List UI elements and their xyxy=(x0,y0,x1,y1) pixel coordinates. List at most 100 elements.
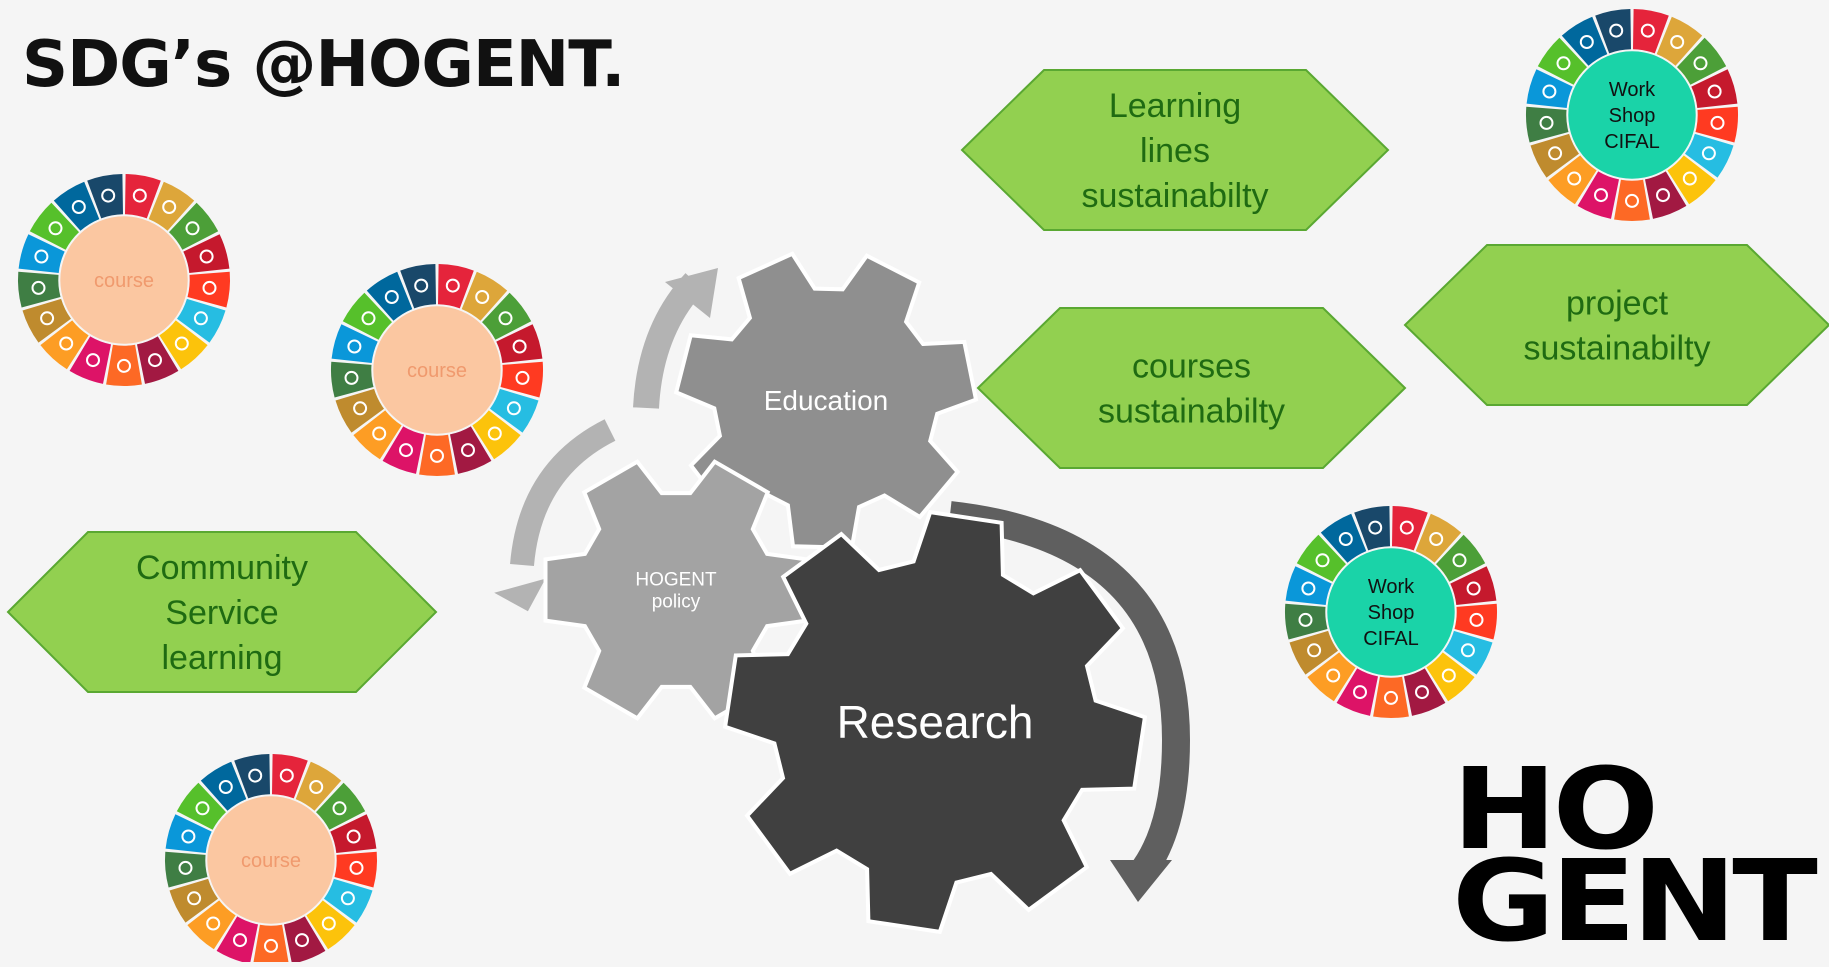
gear-research: Research xyxy=(722,509,1148,935)
wheel-workshop-1-goal-icon-14 xyxy=(1542,84,1557,99)
wheel-course-2-segment-3 xyxy=(482,292,532,340)
hex-project-label-line-1: project xyxy=(1566,284,1669,322)
wheel-workshop-1-segment-9 xyxy=(1614,179,1650,222)
wheel-course-2-goal-icon-1 xyxy=(445,278,460,293)
wheel-workshop-1-goal-icon-6 xyxy=(1701,146,1716,161)
wheel-workshop-1-goal-icon-12 xyxy=(1548,146,1563,161)
wheel-workshop-1-goal-icon-2 xyxy=(1670,35,1685,49)
wheel-course-3-segment-14 xyxy=(165,814,212,853)
wheel-workshop-2-segment-4 xyxy=(1450,566,1497,605)
wheel-course-3-segment-16 xyxy=(200,761,247,811)
wheel-workshop-2-goal-icon-9 xyxy=(1384,690,1398,705)
wheel-course-2-segment-5 xyxy=(500,361,544,398)
wheel-workshop-2-goal-icon-15 xyxy=(1315,553,1330,568)
wheel-course-1-segment-2 xyxy=(148,181,195,231)
hex-project-label-line-2: sustainabilty xyxy=(1523,329,1710,367)
wheel-workshop-1-segment-3 xyxy=(1677,37,1727,85)
wheel-workshop-2-goal-icon-13 xyxy=(1298,612,1313,627)
wheel-course-2-segment-8 xyxy=(450,426,492,474)
sdg-wheel-course-3: course xyxy=(164,754,378,962)
wheel-course-3-segment-2 xyxy=(295,761,342,811)
wheel-workshop-1-goal-icon-16 xyxy=(1579,35,1594,49)
wheel-workshop-2-segment-12 xyxy=(1289,630,1338,675)
wheel-workshop-2-segment-16 xyxy=(1320,513,1367,563)
wheel-course-3-goal-icon-6 xyxy=(340,891,355,906)
arrow-to-policy xyxy=(510,419,616,567)
wheel-workshop-2-goal-icon-4 xyxy=(1466,581,1481,596)
page-title: SDG’s @HOGENT. xyxy=(22,28,625,102)
wheel-workshop-1-segment-8 xyxy=(1645,171,1687,219)
wheel-workshop-1-goal-icon-17 xyxy=(1609,23,1624,38)
wheel-course-1-segment-16 xyxy=(53,181,100,231)
wheel-course-2-goal-icon-3 xyxy=(498,311,513,326)
wheel-course-1-segment-9 xyxy=(106,344,142,387)
wheel-course-3-goal-icon-4 xyxy=(346,829,361,844)
wheel-course-2-segment-6 xyxy=(490,388,539,433)
wheel-workshop-1-segment-15 xyxy=(1537,37,1587,85)
wheel-course-2-segment-15 xyxy=(342,292,392,340)
wheel-course-2-segment-11 xyxy=(353,410,402,460)
wheel-workshop-1-goal-icon-5 xyxy=(1710,115,1725,130)
wheel-course-1-segment-10 xyxy=(69,336,111,384)
wheel-workshop-1-label-line-2: Shop xyxy=(1609,105,1656,127)
wheel-workshop-1-goal-icon-10 xyxy=(1594,188,1608,203)
wheel-course-1-goal-icon-15 xyxy=(48,221,63,236)
wheel-workshop-1-goal-icon-13 xyxy=(1539,115,1554,130)
wheel-course-2-segment-7 xyxy=(472,410,521,460)
wheel-course-3-goal-icon-1 xyxy=(279,768,294,783)
wheel-course-1-segment-17 xyxy=(87,174,123,219)
hex-community-service-shape xyxy=(6,531,438,693)
wheel-course-3-goal-icon-2 xyxy=(309,780,324,794)
wheel-workshop-2-label-line-3: CIFAL xyxy=(1363,628,1419,650)
wheel-workshop-2-goal-icon-10 xyxy=(1353,685,1367,700)
gear-education-label-line-1: Education xyxy=(764,385,889,416)
wheel-workshop-2-goal-icon-7 xyxy=(1441,668,1456,683)
wheel-course-3-goal-icon-10 xyxy=(233,933,247,948)
wheel-workshop-2-center xyxy=(1327,548,1455,676)
wheel-workshop-2-segment-3 xyxy=(1436,534,1486,582)
wheel-workshop-1-label-line-1: Work xyxy=(1609,79,1656,101)
wheel-workshop-1-segment-2 xyxy=(1656,16,1703,66)
hex-courses-shape xyxy=(976,307,1407,469)
wheel-course-1-goal-icon-7 xyxy=(174,336,189,351)
wheel-course-3-goal-icon-16 xyxy=(218,780,233,794)
wheel-workshop-2-segment-2 xyxy=(1415,513,1462,563)
wheel-course-1-segment-5 xyxy=(187,271,231,308)
wheel-workshop-2-segment-17 xyxy=(1354,506,1390,551)
wheel-course-1-goal-icon-9 xyxy=(117,358,131,373)
wheel-course-3-goal-icon-8 xyxy=(295,933,309,948)
arrow-head-policy xyxy=(494,578,546,612)
wheel-course-3-segment-10 xyxy=(216,916,258,962)
wheel-course-3-segment-5 xyxy=(334,851,378,888)
wheel-workshop-2-label-line-1: Work xyxy=(1368,576,1415,598)
wheel-workshop-1-goal-icon-9 xyxy=(1625,193,1639,208)
wheel-workshop-1-segment-10 xyxy=(1577,171,1619,219)
logo-line-2: GENT xyxy=(1452,837,1818,967)
wheel-workshop-1-goal-icon-11 xyxy=(1567,171,1582,186)
wheel-course-3-goal-icon-15 xyxy=(195,801,210,816)
wheel-course-2-goal-icon-6 xyxy=(506,401,521,416)
wheel-course-3-goal-icon-13 xyxy=(178,860,193,875)
wheel-workshop-1-segment-1 xyxy=(1633,9,1669,54)
wheel-course-2-segment-9 xyxy=(419,434,455,477)
wheel-course-3-segment-15 xyxy=(176,782,226,830)
hex-community-service-label-line-3: learning xyxy=(162,639,283,677)
wheel-workshop-1-goal-icon-3 xyxy=(1693,56,1708,71)
wheel-workshop-1-goal-icon-4 xyxy=(1707,84,1722,99)
wheel-workshop-2-goal-icon-6 xyxy=(1460,643,1475,658)
hex-project: project sustainabilty xyxy=(1403,244,1829,406)
wheel-workshop-2-segment-15 xyxy=(1296,534,1346,582)
wheel-course-2-goal-icon-13 xyxy=(344,370,359,385)
wheel-course-1-segment-14 xyxy=(18,234,65,273)
wheel-course-1-goal-icon-8 xyxy=(148,353,162,368)
wheel-course-3-label-line-1: course xyxy=(241,850,301,872)
hex-learning-lines-label-line-1: Learning xyxy=(1109,87,1241,125)
wheel-workshop-2-segment-7 xyxy=(1426,652,1475,702)
wheel-course-3-goal-icon-3 xyxy=(332,801,347,816)
wheel-course-2-center xyxy=(373,306,501,434)
wheel-course-2-segment-14 xyxy=(331,324,378,363)
wheel-course-1-goal-icon-5 xyxy=(202,280,217,295)
wheel-course-2-goal-icon-17 xyxy=(414,278,429,293)
